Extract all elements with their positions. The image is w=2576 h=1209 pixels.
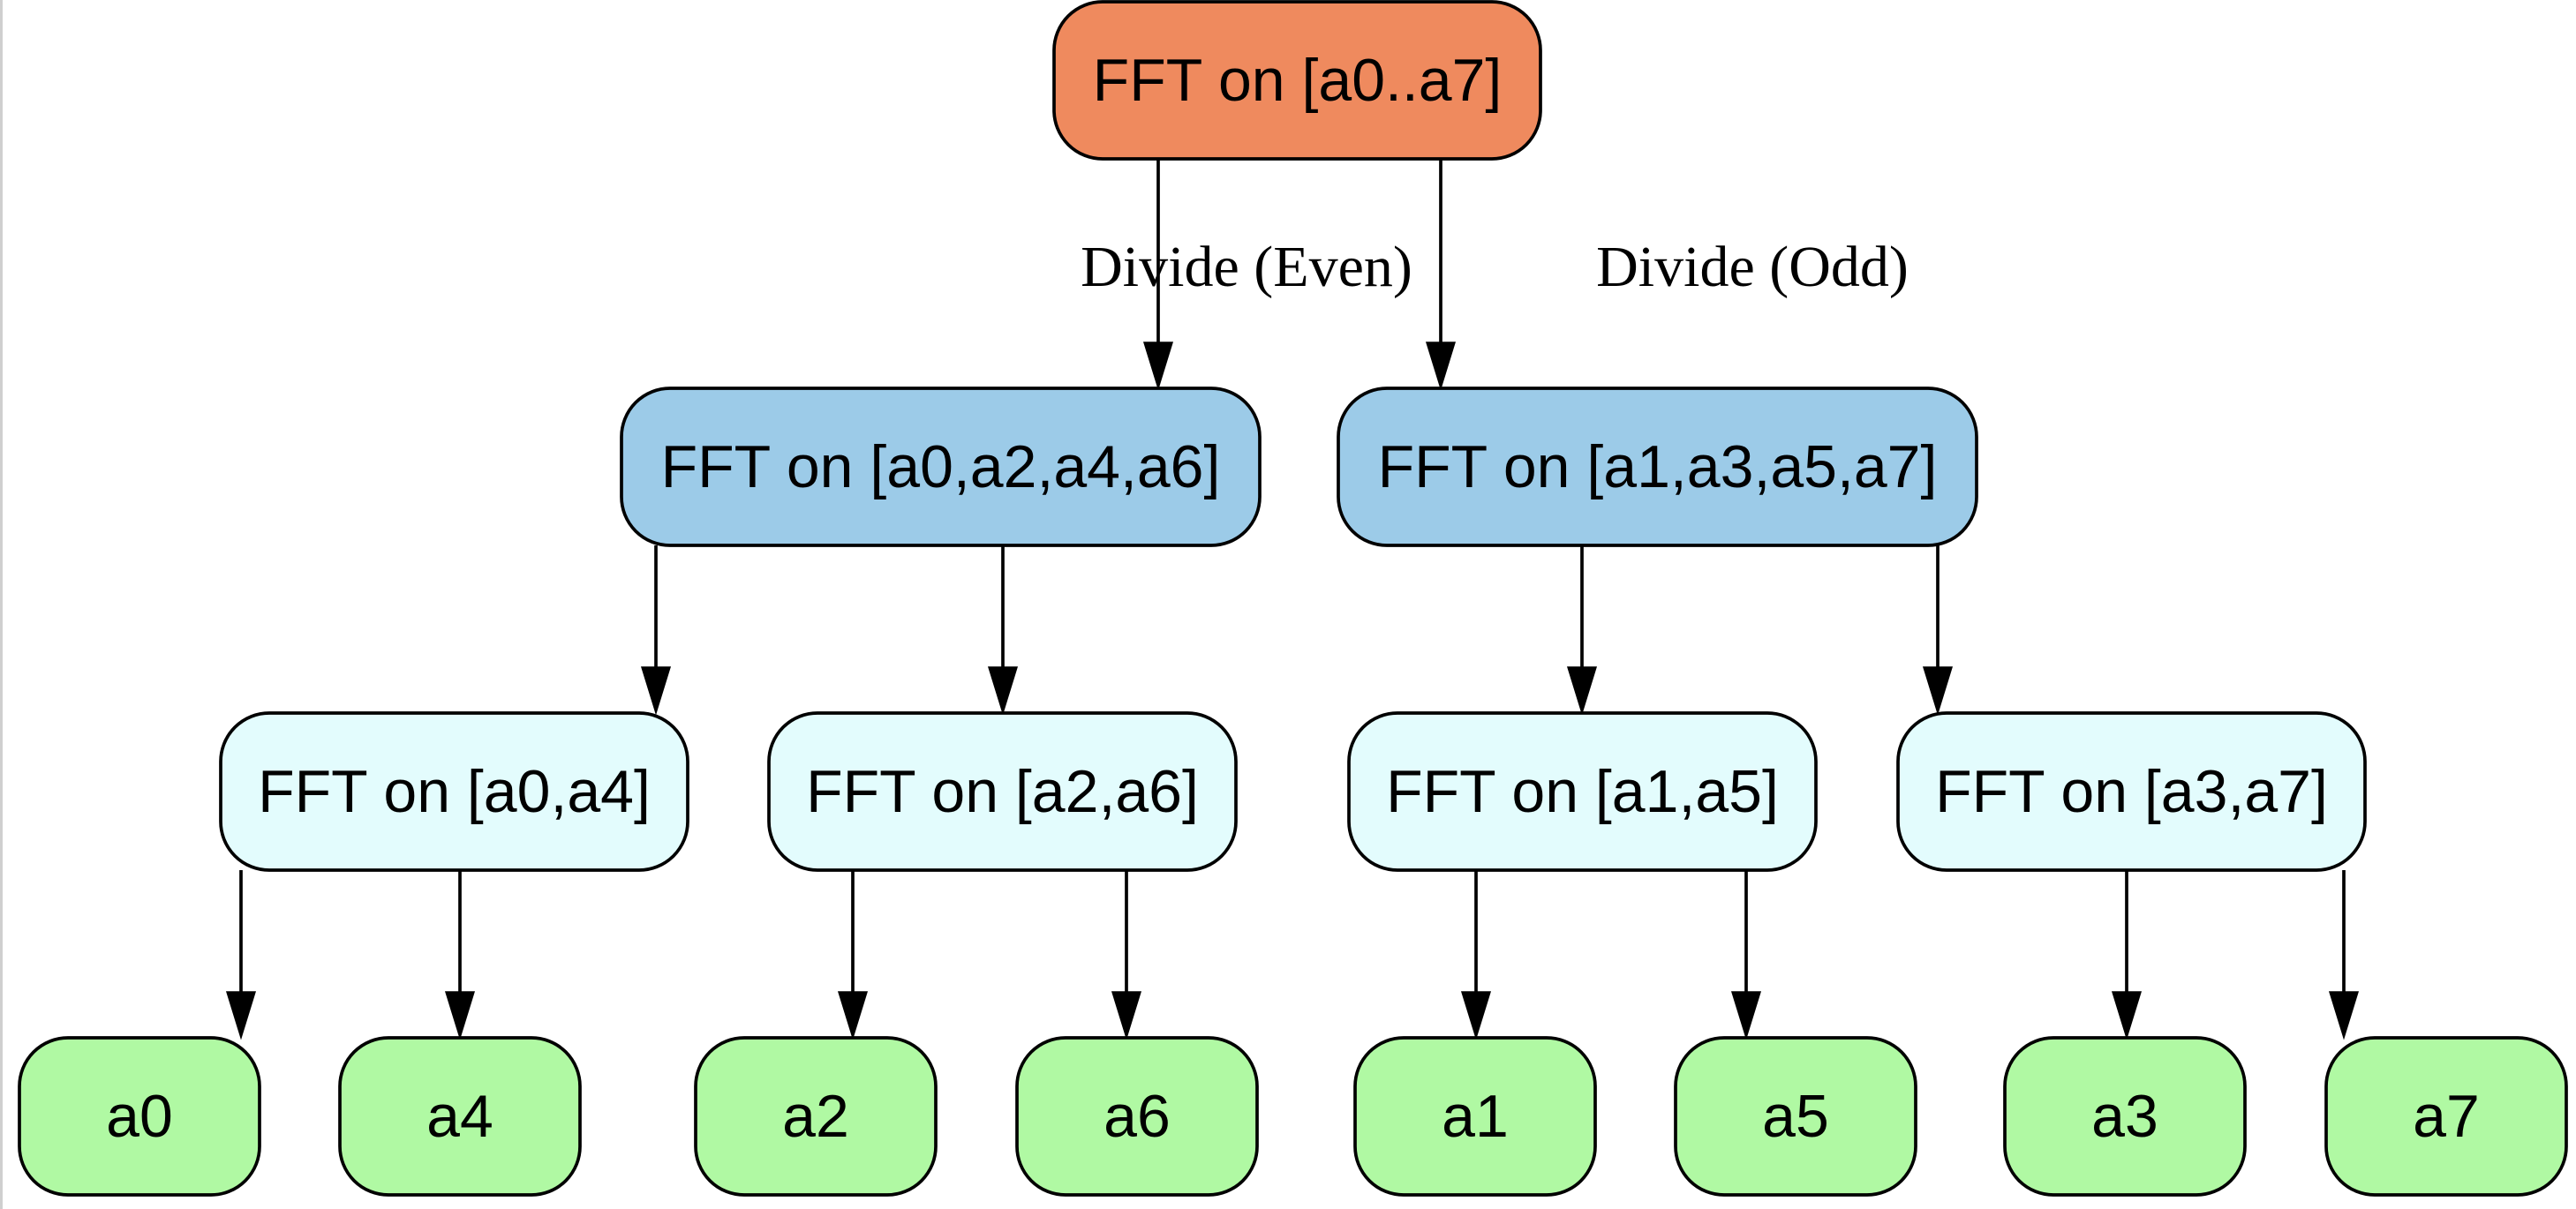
node-label: FFT on [a3,a7] xyxy=(1935,758,2328,825)
node-label: FFT on [a2,a6] xyxy=(806,758,1199,825)
edge-root-to-even: Divide (Even) xyxy=(1081,159,1412,391)
edge-a0a4-to-a0 xyxy=(225,870,257,1040)
arrowhead-icon xyxy=(1460,991,1492,1040)
nodes: FFT on [a0..a7] FFT on [a0,a2,a4,a6] FFT… xyxy=(18,0,2568,1197)
edge-label-divide-odd: Divide (Odd) xyxy=(1596,235,1909,299)
leaf-node-a0[interactable]: a0 xyxy=(18,1036,261,1197)
edge-even-to-a0a4 xyxy=(640,545,672,716)
node-box xyxy=(1896,711,2367,872)
node-label: FFT on [a1,a5] xyxy=(1386,758,1779,825)
node-label: a4 xyxy=(426,1083,493,1150)
node-fft-a3-a7[interactable]: FFT on [a3,a7] xyxy=(1896,711,2367,872)
arrowhead-icon xyxy=(444,991,476,1040)
node-label: a6 xyxy=(1103,1083,1171,1150)
arrowhead-icon xyxy=(225,991,257,1040)
node-label: a2 xyxy=(782,1083,849,1150)
node-fft-a1-a5[interactable]: FFT on [a1,a5] xyxy=(1347,711,1818,872)
node-fft-a2-a6[interactable]: FFT on [a2,a6] xyxy=(767,711,1238,872)
node-box xyxy=(338,1036,582,1197)
node-label: a5 xyxy=(1762,1083,1829,1150)
node-fft-a0-a7[interactable]: FFT on [a0..a7] xyxy=(1052,0,1542,161)
edge-a3a7-to-a7 xyxy=(2328,870,2360,1040)
node-box xyxy=(620,387,1262,547)
edge-odd-to-a1a5 xyxy=(1566,545,1598,716)
leaf-node-a6[interactable]: a6 xyxy=(1015,1036,1259,1197)
node-label: FFT on [a1,a3,a5,a7] xyxy=(1378,433,1938,500)
node-box xyxy=(1347,711,1818,872)
arrowhead-icon xyxy=(1111,991,1142,1040)
node-box xyxy=(2324,1036,2568,1197)
edge-a3a7-to-a3 xyxy=(2111,870,2143,1040)
node-label: a1 xyxy=(1442,1083,1509,1150)
arrowhead-icon xyxy=(987,666,1019,716)
arrowhead-icon xyxy=(1566,666,1598,716)
page-left-border xyxy=(0,0,3,1209)
node-fft-even[interactable]: FFT on [a0,a2,a4,a6] xyxy=(620,387,1262,547)
leaf-node-a3[interactable]: a3 xyxy=(2003,1036,2247,1197)
node-box xyxy=(1337,387,1978,547)
arrowhead-icon xyxy=(1425,342,1457,391)
node-label: FFT on [a0,a2,a4,a6] xyxy=(661,433,1221,500)
node-label: a7 xyxy=(2413,1083,2480,1150)
edge-a0a4-to-a4 xyxy=(444,870,476,1040)
node-box xyxy=(1015,1036,1259,1197)
node-box xyxy=(219,711,689,872)
node-label: FFT on [a0,a4] xyxy=(258,758,651,825)
edge-even-to-a2a6 xyxy=(987,545,1019,716)
node-fft-a0-a4[interactable]: FFT on [a0,a4] xyxy=(219,711,689,872)
leaf-node-a1[interactable]: a1 xyxy=(1353,1036,1597,1197)
node-box xyxy=(2003,1036,2247,1197)
node-box xyxy=(1052,0,1542,161)
arrowhead-icon xyxy=(2111,991,2143,1040)
node-fft-odd[interactable]: FFT on [a1,a3,a5,a7] xyxy=(1337,387,1978,547)
arrowhead-icon xyxy=(640,666,672,716)
leaf-node-a4[interactable]: a4 xyxy=(338,1036,582,1197)
arrowhead-icon xyxy=(2328,991,2360,1040)
arrowhead-icon xyxy=(1922,666,1954,716)
leaf-node-a5[interactable]: a5 xyxy=(1674,1036,1917,1197)
node-box xyxy=(1674,1036,1917,1197)
arrowhead-icon xyxy=(837,991,869,1040)
edge-label-divide-even: Divide (Even) xyxy=(1081,235,1412,299)
arrowhead-icon xyxy=(1730,991,1762,1040)
node-label: a3 xyxy=(2091,1083,2158,1150)
edge-a2a6-to-a6 xyxy=(1111,870,1142,1040)
node-box xyxy=(694,1036,938,1197)
edge-a2a6-to-a2 xyxy=(837,870,869,1040)
leaf-node-a7[interactable]: a7 xyxy=(2324,1036,2568,1197)
node-label: FFT on [a0..a7] xyxy=(1093,47,1503,114)
arrowhead-icon xyxy=(1142,342,1174,391)
node-box xyxy=(1353,1036,1597,1197)
node-box xyxy=(767,711,1238,872)
node-box xyxy=(18,1036,261,1197)
edge-root-to-odd: Divide (Odd) xyxy=(1425,159,1909,391)
edge-a1a5-to-a5 xyxy=(1730,870,1762,1040)
leaf-node-a2[interactable]: a2 xyxy=(694,1036,938,1197)
edges: Divide (Even) Divide (Odd) xyxy=(225,159,2360,1040)
edge-a1a5-to-a1 xyxy=(1460,870,1492,1040)
edge-odd-to-a3a7 xyxy=(1922,545,1954,716)
node-label: a0 xyxy=(106,1083,173,1150)
